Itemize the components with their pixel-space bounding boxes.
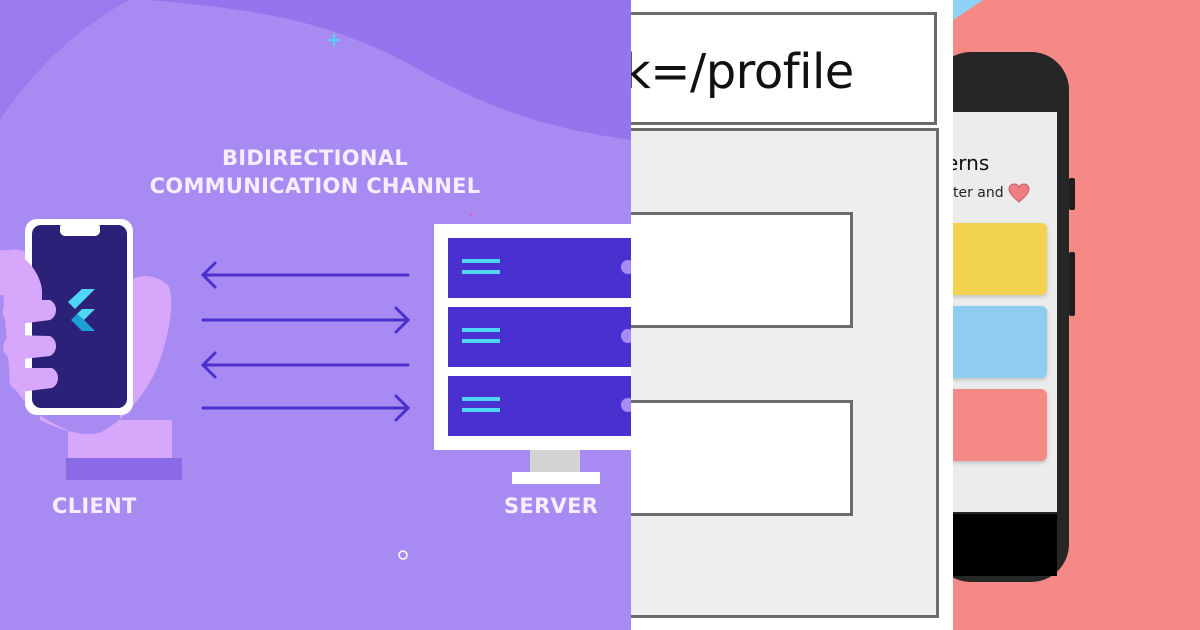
client-label: CLIENT [52,494,137,518]
ring-icon [398,550,408,560]
arrow-right-icon [201,394,411,422]
app-subtitle: ter and [953,183,1030,203]
background-blob [0,0,631,140]
server-rack-icon [434,224,631,484]
client-server-illustration: BIDIRECTIONAL COMMUNICATION CHANNEL [0,0,631,630]
blue-corner-shape [953,0,983,20]
phone-side-button [1069,178,1075,210]
caption-line-1: BIDIRECTIONAL [221,146,409,170]
caption-line-2: COMMUNICATION CHANNEL [149,174,481,198]
url-text: k=/profile [631,44,854,100]
arrow-left-icon [200,261,410,289]
arrow-left-icon [200,351,410,379]
phone-bottom-bezel [953,514,1057,576]
phone-side-button [1069,252,1075,316]
card-blue[interactable] [953,306,1047,378]
diagram-graphics [0,34,631,560]
dot-decoration [469,213,473,217]
arrow-right-icon [201,306,411,334]
input-field-1 [631,212,853,328]
card-yellow[interactable] [953,223,1047,295]
card-red[interactable] [953,389,1047,461]
browser-wireframe: k=/profile [631,0,953,630]
address-bar [631,12,937,125]
plus-sparkle-icon [328,34,340,46]
flutter-logo-icon [68,289,95,331]
heart-icon [1008,183,1030,203]
server-label: SERVER [504,494,599,518]
app-subtitle-text: ter and [953,185,1004,201]
page-body [631,128,939,618]
input-field-2 [631,400,853,516]
hand-holding-phone [0,219,182,480]
